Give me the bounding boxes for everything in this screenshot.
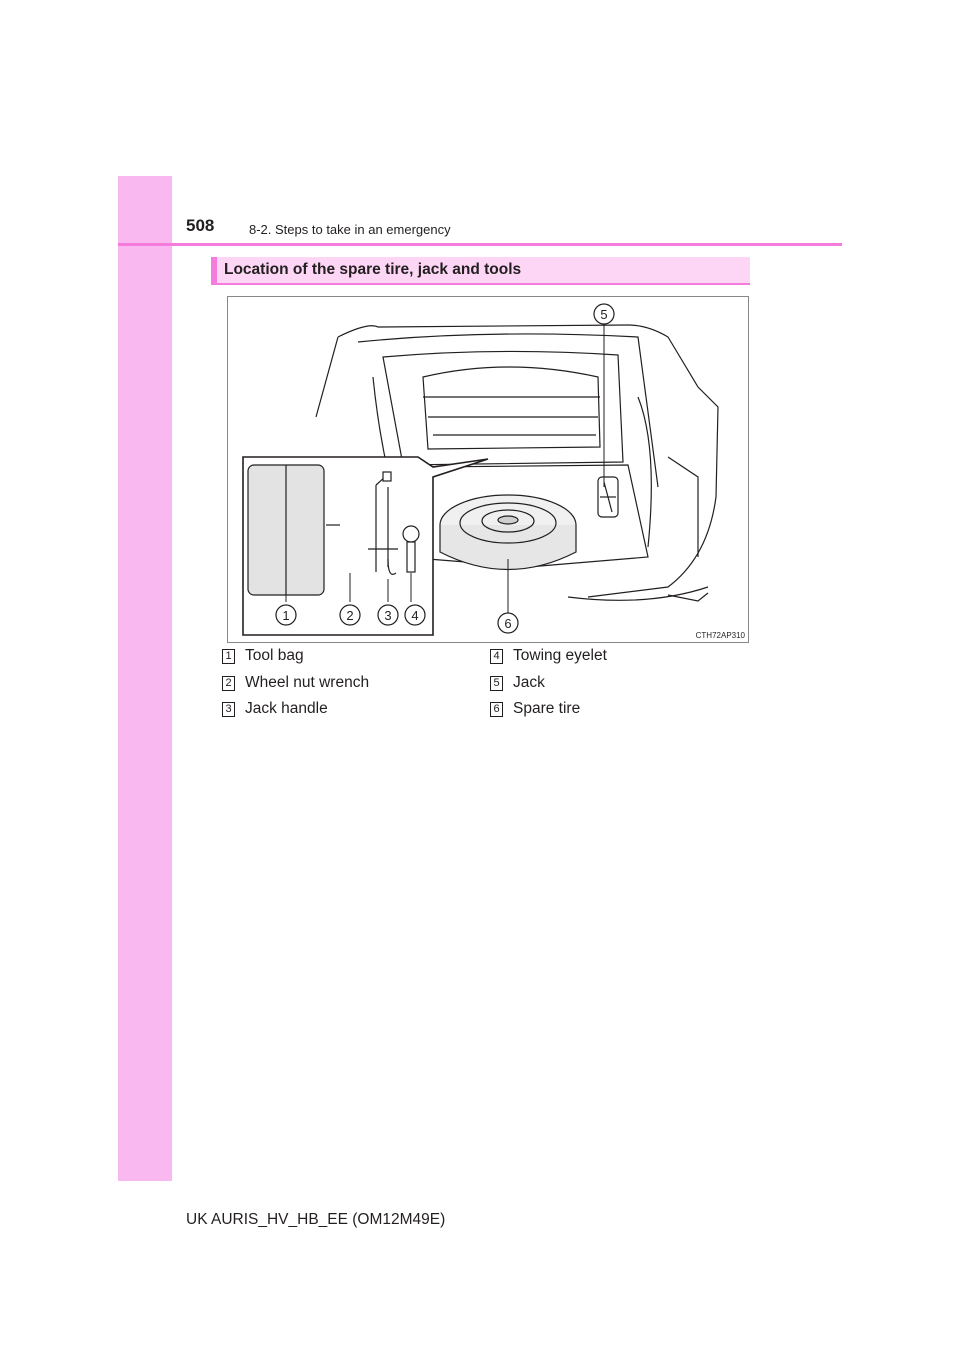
side-tab-strip (118, 176, 172, 1181)
legend-label: Towing eyelet (513, 647, 607, 664)
callout-3: 3 (384, 608, 391, 623)
legend-number-box: 4 (490, 649, 503, 664)
legend-number-box: 5 (490, 675, 503, 691)
legend-item: 2 Wheel nut wrench (222, 673, 482, 700)
legend-label: Jack (513, 673, 545, 691)
legend-number-box: 2 (222, 675, 235, 691)
illustration-luggage-area: 1 2 3 4 5 6 CTH72AP310 (227, 296, 749, 643)
callout-6: 6 (504, 616, 511, 631)
luggage-area-drawing: 1 2 3 4 5 6 (242, 303, 719, 636)
callout-circle-4 (404, 604, 426, 626)
legend-column-right: 4 Towing eyelet 5 Jack 6 Spare tire (490, 646, 750, 726)
header-rule (118, 243, 842, 246)
callout-4: 4 (411, 608, 418, 623)
legend-number-box: 3 (222, 702, 235, 717)
legend-label: Wheel nut wrench (245, 673, 370, 691)
topic-heading: Location of the spare tire, jack and too… (211, 257, 750, 285)
section-title: 8-2. Steps to take in an emergency (249, 222, 451, 237)
legend-label: Tool bag (245, 647, 304, 664)
heading-accent-bar (211, 257, 217, 285)
legend-column-left: 1 Tool bag 2 Wheel nut wrench 3 Jack han… (222, 646, 482, 726)
legend-label: Spare tire (513, 700, 581, 717)
legend-item: 6 Spare tire (490, 699, 750, 726)
callout-circle-3 (377, 604, 399, 626)
callout-2: 2 (346, 608, 353, 623)
callout-5: 5 (600, 307, 607, 322)
callout-1: 1 (282, 608, 289, 623)
legend-label: Jack handle (245, 700, 328, 717)
callout-circle-6 (497, 612, 519, 634)
legend-number-box: 1 (222, 649, 235, 664)
callout-circle-1 (275, 604, 297, 626)
legend-item: 3 Jack handle (222, 699, 482, 726)
document-footer: UK AURIS_HV_HB_EE (OM12M49E) (186, 1211, 446, 1228)
legend-item: 5 Jack (490, 673, 750, 700)
heading-text: Location of the spare tire, jack and too… (224, 261, 522, 278)
legend-number-box: 6 (490, 702, 503, 717)
legend-item: 1 Tool bag (222, 646, 482, 673)
callout-circle-2 (339, 604, 361, 626)
legend-item: 4 Towing eyelet (490, 646, 750, 673)
callout-circle-5 (593, 303, 615, 325)
page-number: 508 (186, 216, 215, 235)
figure-code: CTH72AP310 (695, 631, 745, 640)
